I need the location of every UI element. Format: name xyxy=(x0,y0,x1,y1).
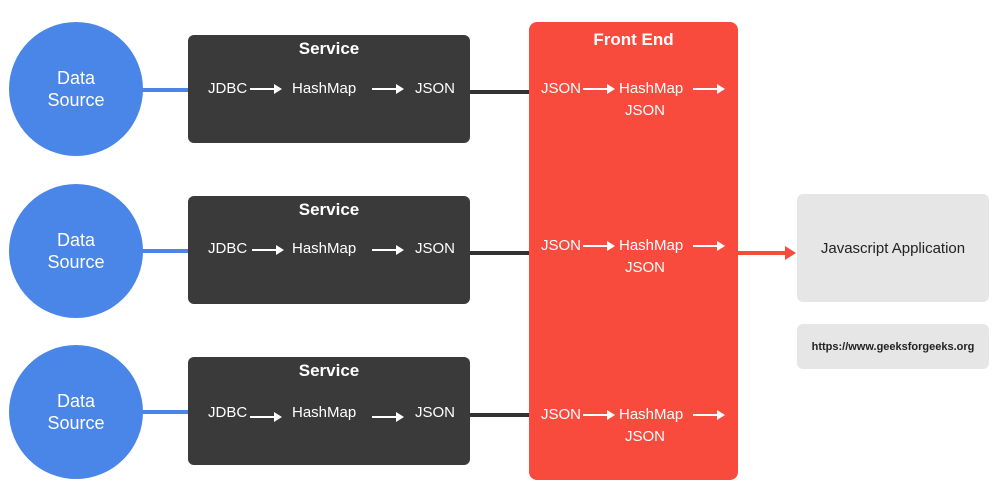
step-hashmap: HashMap xyxy=(292,240,357,257)
fe-hashmap: HashMap xyxy=(619,237,684,254)
connector-service1-frontend xyxy=(470,90,529,94)
arrow-icon xyxy=(693,84,725,94)
step-jdbc: JDBC xyxy=(208,240,248,257)
data-source-label: Data Source xyxy=(47,68,105,110)
fe-json-in: JSON xyxy=(541,237,582,254)
fe-json-in: JSON xyxy=(541,406,582,423)
data-source-label: Data Source xyxy=(47,391,105,433)
step-jdbc: JDBC xyxy=(208,404,248,421)
arrow-to-app-icon xyxy=(738,246,796,260)
service-box-3: Service JDBC HashMap JSON xyxy=(188,357,470,465)
connector-ds2-service xyxy=(142,249,188,253)
arrow-icon xyxy=(583,241,615,251)
step-json: JSON xyxy=(415,240,456,257)
service-title: Service xyxy=(298,200,360,219)
arrow-icon xyxy=(250,412,282,422)
app-label: Javascript Application xyxy=(820,239,966,257)
step-hashmap: HashMap xyxy=(292,80,357,97)
fe-hashmap: HashMap xyxy=(619,406,684,423)
arrow-icon xyxy=(250,84,282,94)
arrow-icon xyxy=(372,245,404,255)
service-title: Service xyxy=(298,361,360,380)
watermark-url: https://www.geeksforgeeks.org xyxy=(797,324,989,369)
arrow-icon xyxy=(693,410,725,420)
arrow-icon xyxy=(372,84,404,94)
step-hashmap: HashMap xyxy=(292,404,357,421)
connector-service3-frontend xyxy=(470,413,529,417)
connector-service2-frontend xyxy=(470,251,529,255)
arrow-icon xyxy=(252,245,284,255)
connector-ds3-service xyxy=(142,410,188,414)
data-source-1: Data Source xyxy=(9,22,143,156)
arrow-icon xyxy=(583,410,615,420)
javascript-application-box: Javascript Application xyxy=(797,194,989,302)
step-jdbc: JDBC xyxy=(208,80,248,97)
service-box-1: Service JDBC HashMap JSON xyxy=(188,35,470,143)
data-source-3: Data Source xyxy=(9,345,143,479)
front-end-box: Front End JSON HashMap JSON JSON HashMap… xyxy=(529,22,738,480)
front-end-title: Front End xyxy=(593,30,674,49)
connector-ds1-service xyxy=(142,88,188,92)
data-source-label: Data Source xyxy=(47,230,105,272)
fe-json-out: JSON xyxy=(625,102,666,119)
url-text: https://www.geeksforgeeks.org xyxy=(811,340,975,353)
step-json: JSON xyxy=(415,80,456,97)
arrow-icon xyxy=(693,241,725,251)
service-box-2: Service JDBC HashMap JSON xyxy=(188,196,470,304)
fe-hashmap: HashMap xyxy=(619,80,684,97)
fe-json-in: JSON xyxy=(541,80,582,97)
arrow-icon xyxy=(583,84,615,94)
data-source-2: Data Source xyxy=(9,184,143,318)
service-title: Service xyxy=(298,39,360,58)
step-json: JSON xyxy=(415,404,456,421)
arrow-icon xyxy=(372,412,404,422)
fe-json-out: JSON xyxy=(625,428,666,445)
fe-json-out: JSON xyxy=(625,259,666,276)
